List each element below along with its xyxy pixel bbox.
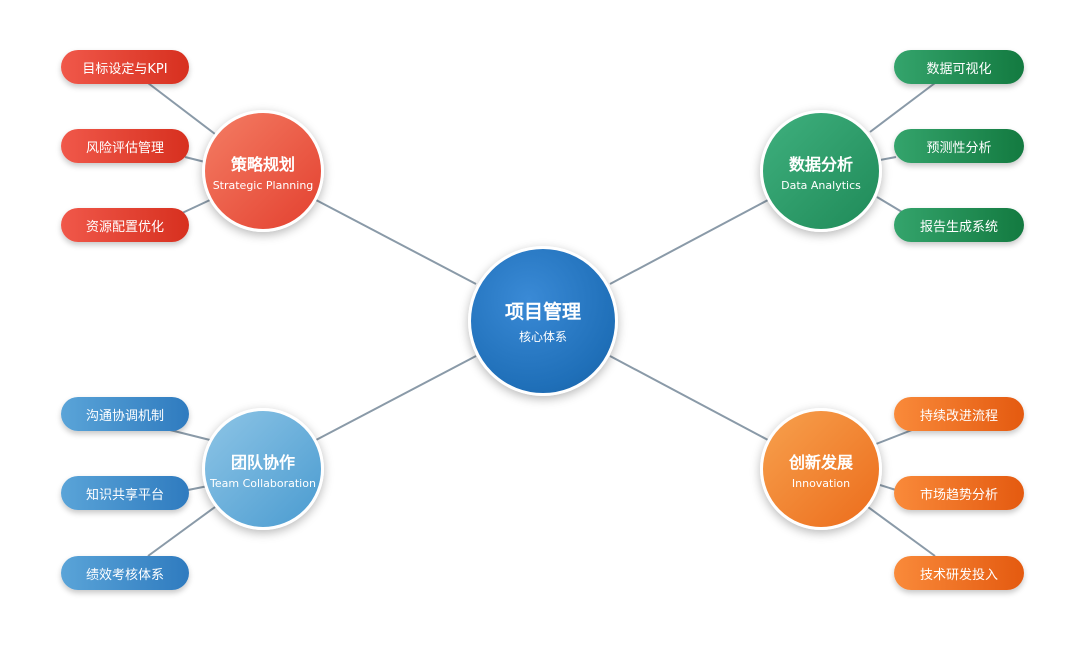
branch-title: 策略规划 [230, 154, 295, 174]
branch-title: 数据分析 [788, 154, 853, 174]
connector-data-item-1 [869, 82, 936, 133]
branch-team-collaboration: 团队协作 Team Collaboration [202, 408, 324, 530]
connector-strategy-item-1 [147, 82, 216, 135]
leaf-strategy-item-3: 资源配置优化 [61, 208, 189, 242]
branch-subtitle: Innovation [791, 476, 851, 490]
connector-innovation-item-2 [879, 484, 897, 491]
branch-subtitle: Team Collaboration [210, 476, 316, 490]
connector-data-item-2 [879, 156, 897, 161]
leaf-data-item-1: 数据可视化 [894, 50, 1024, 84]
connector-team-item-3 [147, 506, 216, 557]
center-title: 项目管理 [504, 301, 581, 323]
branch-title: 团队协作 [230, 452, 295, 472]
leaf-team-item-3: 绩效考核体系 [61, 556, 189, 590]
connector-team-item-1 [169, 429, 211, 441]
branch-innovation: 创新发展 Innovation [760, 408, 882, 530]
connector-innovation-item-1 [875, 429, 913, 445]
branch-subtitle: Strategic Planning [212, 178, 314, 192]
branch-title: 创新发展 [788, 452, 853, 472]
leaf-team-item-1: 沟通协调机制 [61, 397, 189, 431]
leaf-innovation-item-2: 市场趋势分析 [894, 476, 1024, 510]
connector-center-innovation [609, 355, 769, 441]
leaf-innovation-item-1: 持续改进流程 [894, 397, 1024, 431]
leaf-strategy-item-2: 风险评估管理 [61, 129, 189, 163]
connector-center-data [609, 199, 769, 285]
connector-data-item-3 [876, 196, 903, 213]
branch-strategic-planning: 策略规划 Strategic Planning [202, 110, 324, 232]
branch-data-analytics: 数据分析 Data Analytics [760, 110, 882, 232]
leaf-innovation-item-3: 技术研发投入 [894, 556, 1024, 590]
connector-strategy-item-3 [179, 199, 211, 215]
leaf-data-item-3: 报告生成系统 [894, 208, 1024, 242]
leaf-strategy-item-1: 目标设定与KPI [61, 50, 189, 84]
connector-center-team [315, 355, 477, 441]
branch-subtitle: Data Analytics [781, 178, 861, 192]
center-node: 项目管理 核心体系 [468, 246, 618, 396]
connector-center-strategy [315, 199, 477, 285]
center-subtitle: 核心体系 [518, 330, 567, 344]
connector-innovation-item-3 [867, 506, 936, 557]
connector-strategy-item-2 [184, 156, 206, 163]
leaf-data-item-2: 预测性分析 [894, 129, 1024, 163]
leaf-team-item-2: 知识共享平台 [61, 476, 189, 510]
